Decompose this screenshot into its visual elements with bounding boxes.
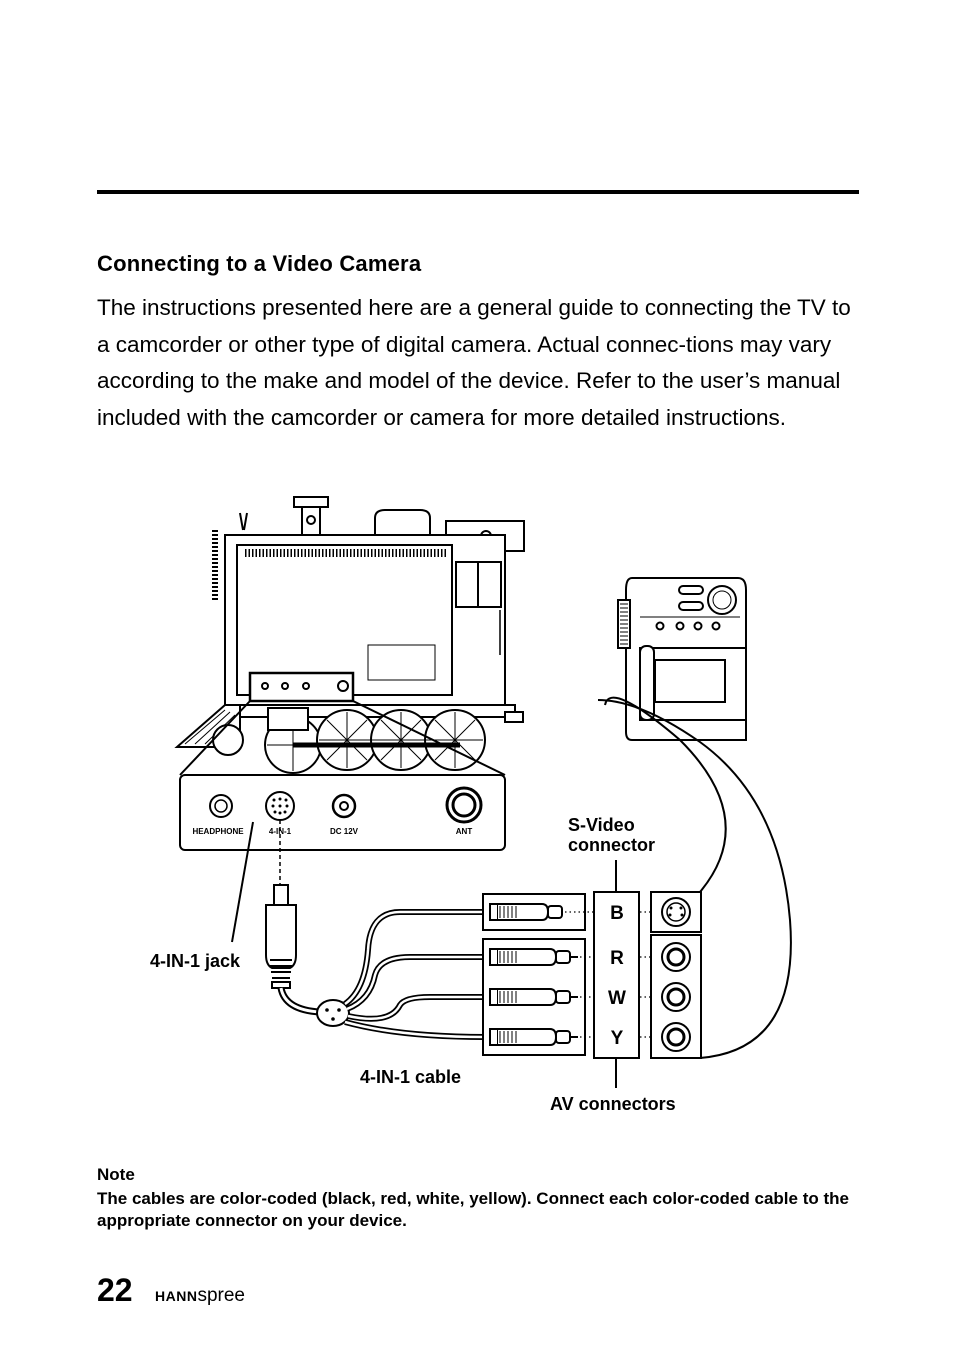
headphone-jack [209, 794, 233, 818]
letter-red: R [610, 948, 624, 969]
note-title: Note [97, 1165, 135, 1184]
letter-yellow: Y [611, 1028, 624, 1049]
cable-callout-label: 4-IN-1 cable [360, 1067, 462, 1087]
plug-boxes [482, 893, 662, 1056]
rca-jack-white-icon [661, 982, 691, 1012]
headphone-label: HEADPHONE [192, 827, 244, 836]
jack-callout-label: 4-IN-1 jack [150, 951, 241, 971]
top-rule [97, 190, 859, 194]
section-heading: Connecting to a Video Camera [97, 251, 422, 276]
camcorder-illustration [617, 577, 747, 741]
camera-cables [597, 696, 792, 1059]
svideo-jack-icon [661, 897, 691, 927]
brand-bold: HANN [155, 1288, 198, 1304]
camera-jacks [650, 891, 702, 1059]
jack-callout-line [231, 821, 254, 943]
brand-light: spree [197, 1285, 245, 1306]
page-number: 22 [97, 1272, 133, 1308]
rca-jack-red-icon [661, 942, 691, 972]
letter-white: W [608, 988, 626, 1009]
four-in-one-label: 4-IN-1 [269, 827, 292, 836]
ant-jack [445, 786, 483, 824]
letter-black: B [610, 903, 624, 924]
tv-rear-panel: HEADPHONE 4-IN-1 DC 12V ANT [179, 774, 506, 851]
note-text: The cables are color-coded (black, red, … [97, 1189, 849, 1230]
dc-label: DC 12V [330, 827, 359, 836]
dc-jack [331, 793, 357, 819]
ant-label: ANT [456, 827, 473, 836]
svideo-callout-label-2: connector [568, 835, 656, 855]
rca-jack-yellow-icon [661, 1022, 691, 1052]
svideo-callout-label-1: S-Video [568, 815, 635, 835]
tv-illustration [174, 496, 525, 776]
section-body: The instructions presented here are a ge… [97, 295, 851, 430]
brand-logo: HANNspree [155, 1285, 245, 1307]
four-in-one-cable [265, 820, 486, 1040]
color-code-column: B R W Y [593, 860, 640, 1088]
av-callout-label: AV connectors [550, 1094, 676, 1114]
